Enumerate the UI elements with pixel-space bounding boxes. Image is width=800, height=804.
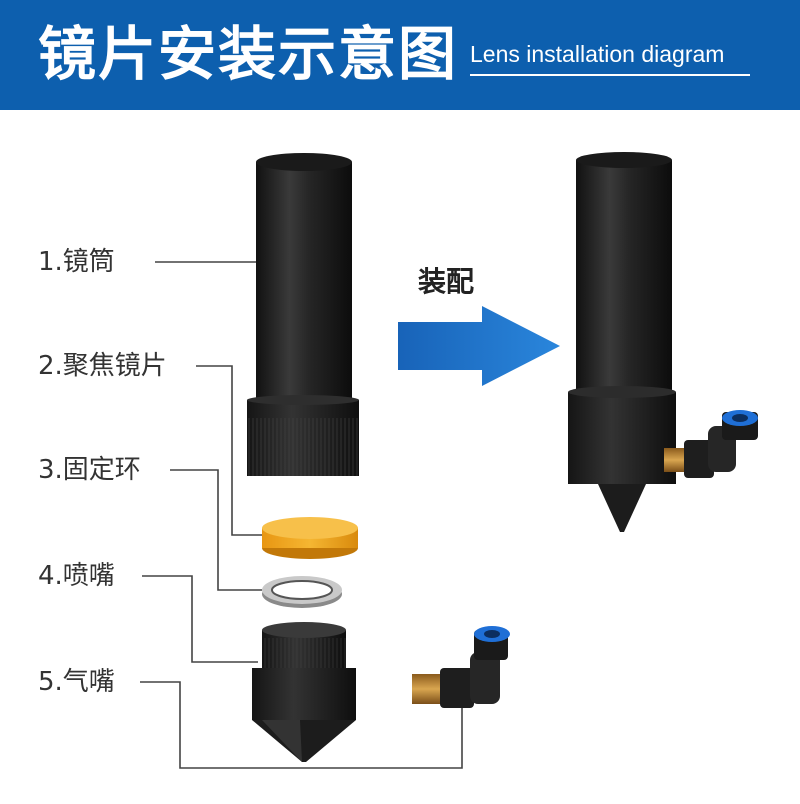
part-retaining-ring [262, 576, 342, 608]
part-lens-tube [247, 153, 359, 476]
label-focus-lens: 2.聚焦镜片 [38, 351, 167, 381]
part-air-fitting [412, 626, 510, 708]
part-focus-lens [262, 517, 358, 559]
part-nozzle [252, 622, 356, 762]
assembled-unit [568, 152, 758, 532]
leader-line-lens [196, 365, 262, 536]
title-english: Lens installation diagram [470, 41, 725, 67]
assemble-label: 装配 [418, 265, 475, 298]
title-underline [470, 74, 750, 76]
leader-line-fitting [140, 681, 463, 769]
leader-lines [140, 261, 463, 769]
label-air-fitting: 5.气嘴 [38, 667, 115, 697]
arrow-right-icon [398, 306, 560, 386]
title-chinese: 镜片安装示意图 [38, 20, 459, 88]
leader-line-ring [170, 469, 262, 591]
header-banner: 镜片安装示意图 Lens installation diagram [0, 0, 800, 110]
label-nozzle: 4.喷嘴 [38, 561, 115, 591]
label-retaining-ring: 3.固定环 [38, 455, 141, 485]
label-lens-tube: 1.镜筒 [38, 247, 115, 277]
leader-line-nozzle [142, 575, 258, 663]
